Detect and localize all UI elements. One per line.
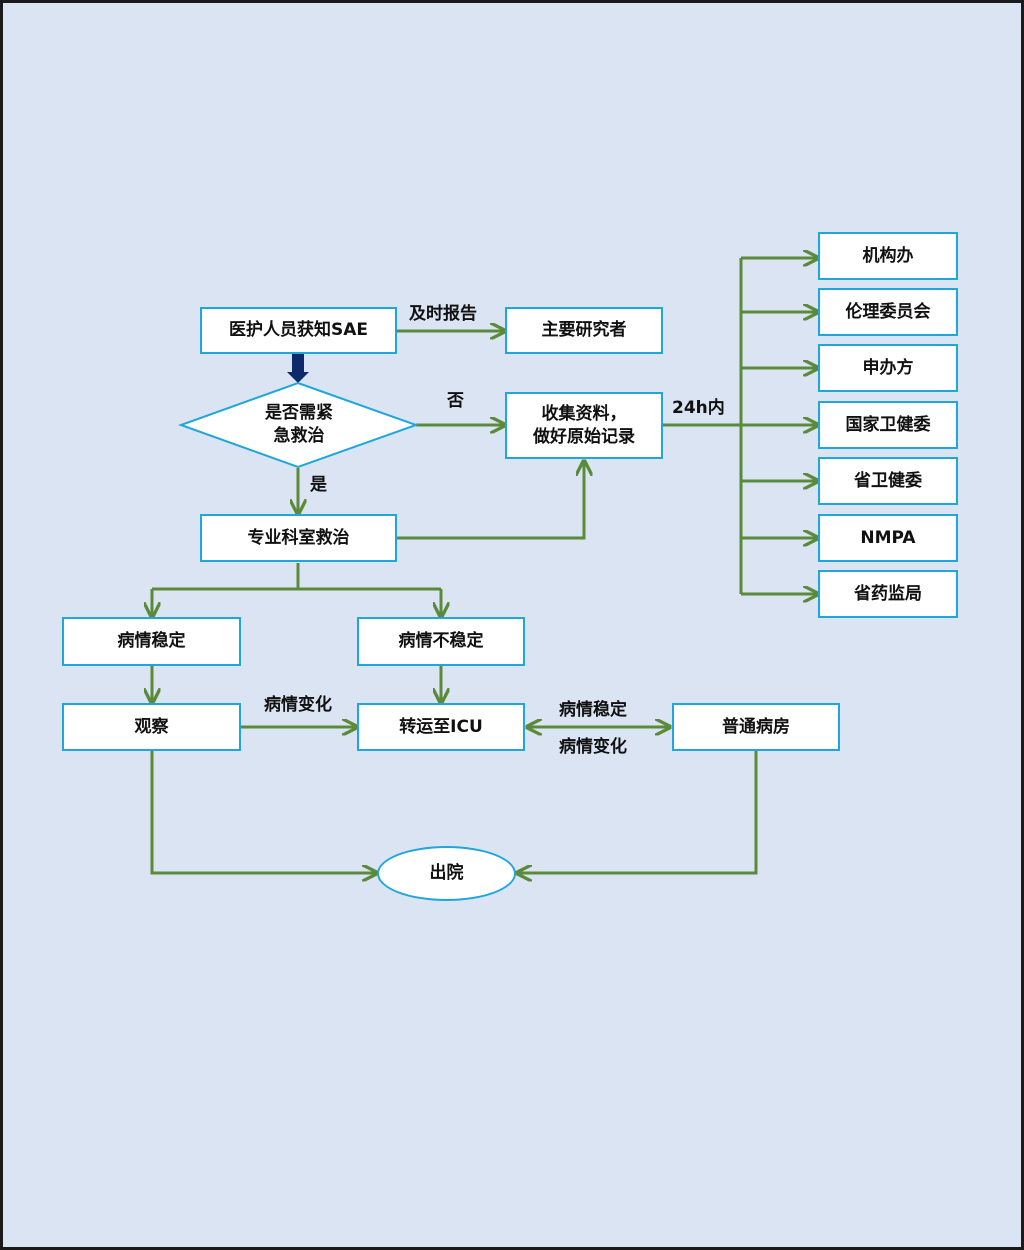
principal-investigator-box: 主要研究者 xyxy=(505,307,663,354)
observe-box: 观察 xyxy=(62,703,241,751)
recipient-box: 伦理委员会 xyxy=(818,288,958,336)
decision-diamond xyxy=(178,381,419,469)
collect-records-line1: 收集资料， xyxy=(541,404,627,425)
label-icu-condition-stable: 病情稳定 xyxy=(559,700,627,720)
recipient-box: NMPA xyxy=(818,514,958,562)
condition-stable-box: 病情稳定 xyxy=(62,617,241,666)
label-no: 否 xyxy=(447,391,464,411)
arrow-specialist-to-collect xyxy=(397,461,584,540)
general-ward-box: 普通病房 xyxy=(672,703,840,751)
thick-down-arrow xyxy=(287,354,309,383)
discharge-oval: 出院 xyxy=(377,846,516,901)
recipient-box: 机构办 xyxy=(818,232,958,280)
decision-text-line2: 急救治 xyxy=(273,426,325,446)
arrow-ward-to-discharge xyxy=(517,751,758,873)
transfer-icu-box: 转运至ICU xyxy=(357,703,525,751)
collect-records-line2: 做好原始记录 xyxy=(533,426,635,447)
label-icu-condition-change: 病情变化 xyxy=(559,737,627,757)
recipient-box: 省卫健委 xyxy=(818,457,958,505)
label-timely-report: 及时报告 xyxy=(409,304,477,324)
collect-records-box: 收集资料， 做好原始记录 xyxy=(505,392,663,459)
line-specialist-split xyxy=(152,563,441,591)
decision-text: 是否需紧 急救治 xyxy=(220,398,378,452)
recipient-box: 国家卫健委 xyxy=(818,401,958,449)
recipient-box: 申办方 xyxy=(818,344,958,392)
arrow-observe-to-discharge xyxy=(150,751,377,873)
decision-text-line1: 是否需紧 xyxy=(265,403,333,424)
label-condition-change-1: 病情变化 xyxy=(264,695,332,715)
label-within-24h: 24h内 xyxy=(672,398,725,418)
condition-unstable-box: 病情不稳定 xyxy=(357,617,525,666)
staff-aware-box: 医护人员获知SAE xyxy=(200,307,397,354)
specialist-treatment-box: 专业科室救治 xyxy=(200,514,397,562)
recipient-box: 省药监局 xyxy=(818,570,958,618)
label-yes: 是 xyxy=(310,475,327,495)
